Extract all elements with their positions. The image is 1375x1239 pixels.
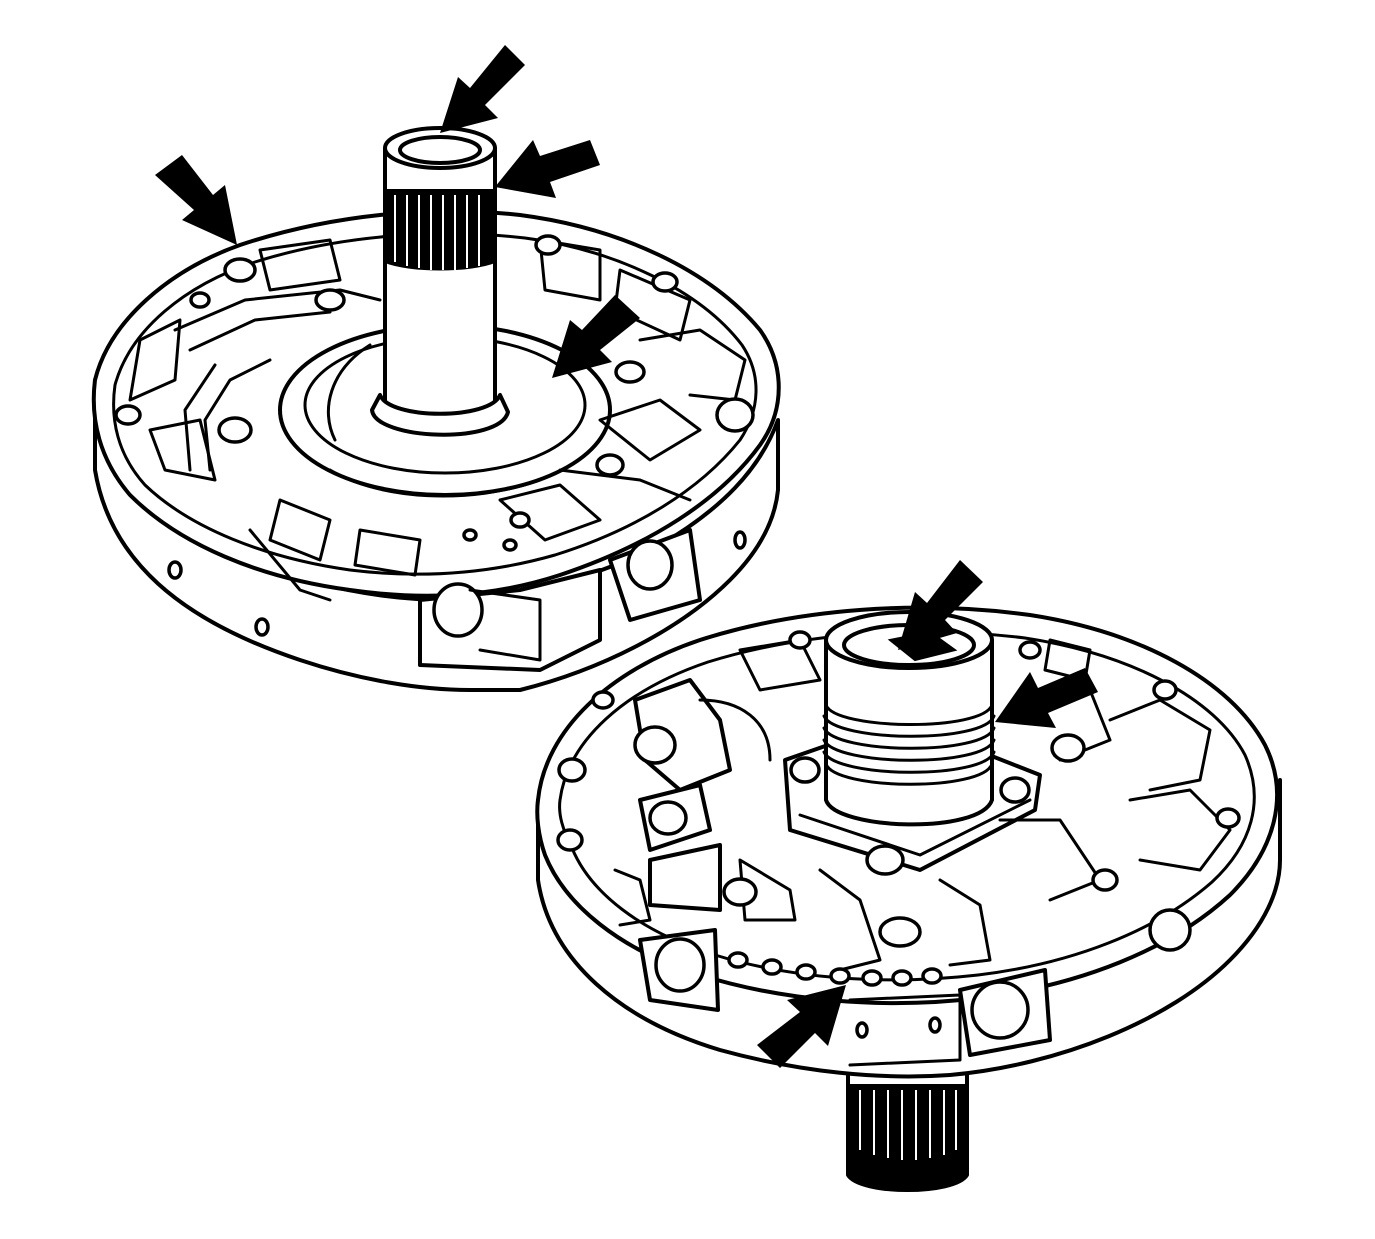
upper-shaft-collar bbox=[370, 393, 510, 437]
lower-orifice-row bbox=[727, 951, 943, 987]
arrow-icon bbox=[995, 668, 1098, 728]
upper-bolt-hole bbox=[223, 257, 257, 283]
lower-pump-hub bbox=[824, 638, 994, 827]
arrow-icon bbox=[155, 155, 237, 245]
lower-shaft-splines bbox=[847, 1084, 968, 1191]
lower-seal-rings bbox=[822, 703, 996, 786]
arrow-icon bbox=[757, 985, 846, 1068]
arrow-icon bbox=[552, 295, 640, 378]
lower-pump-cover bbox=[535, 605, 1282, 1192]
callout-arrows bbox=[155, 45, 1098, 1068]
arrow-icon bbox=[440, 45, 525, 133]
arrow-icon bbox=[495, 140, 600, 198]
upper-front-port-block bbox=[418, 568, 602, 672]
arrow-icon bbox=[898, 560, 983, 650]
